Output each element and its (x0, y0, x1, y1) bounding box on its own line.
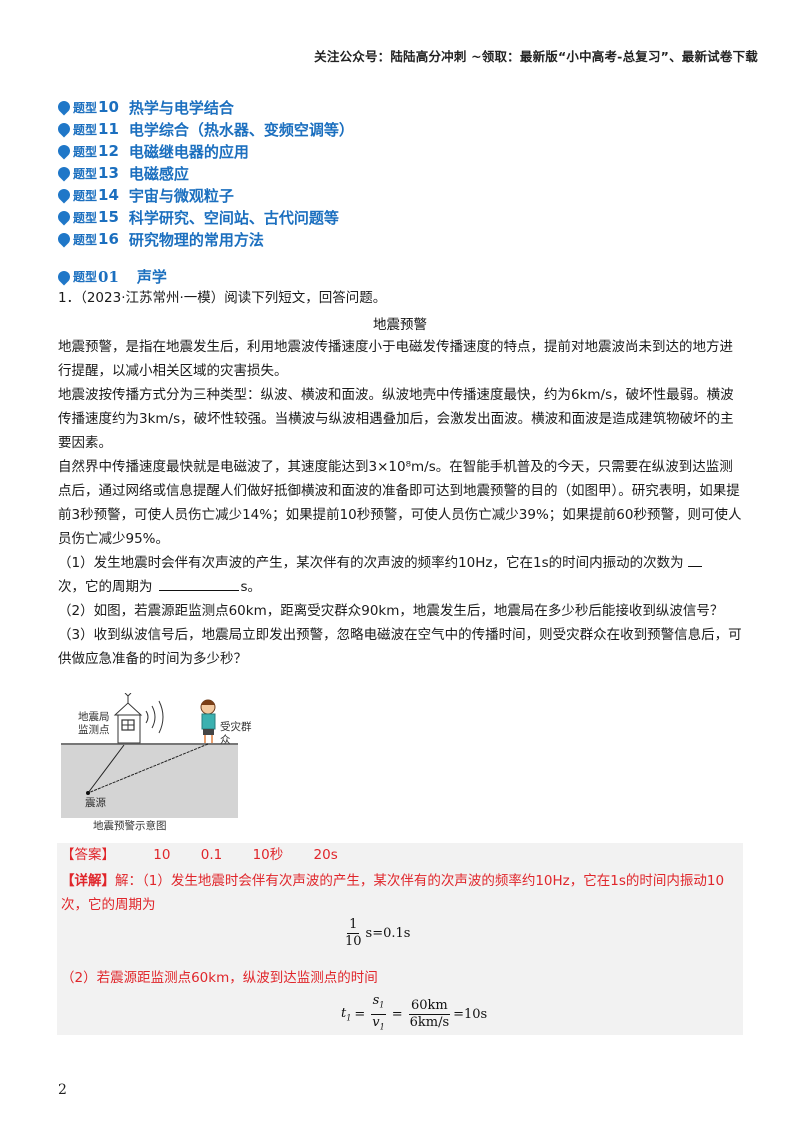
toc-item-10[interactable]: 题型 10 热学与电学结合 (55, 96, 354, 118)
toc-number: 16 (98, 230, 119, 248)
answer-blank-count[interactable] (687, 552, 702, 567)
map-pin-icon (55, 208, 73, 226)
sub-question-1-text-c: s。 (240, 579, 262, 595)
article-body: 地震预警，是指在地震发生后，利用地震波传播速度小于电磁发传播速度的特点，提前对地… (58, 335, 746, 671)
map-pin-icon (55, 186, 73, 204)
toc-title: 科学研究、空间站、古代问题等 (128, 208, 339, 227)
detail-text-1: 解：（1）发生地震时会伴有次声波的产生，某次伴有的次声波的频率约10Hz，它在1… (61, 873, 725, 913)
detail-paragraph-2: （2）若震源距监测点60km，纵波到达监测点的时间 (61, 970, 378, 986)
fraction-values: 60km 6km/s (408, 997, 450, 1030)
section-number: 01 (98, 267, 119, 286)
toc-number: 12 (98, 142, 119, 160)
article-title: 地震预警 (373, 317, 427, 333)
answer-label: 【答案】 (61, 847, 115, 863)
toc-label: 题型 (73, 122, 98, 137)
station-label-line1: 地震局 (78, 711, 110, 723)
question-type-list: 题型 10 热学与电学结合 题型 11 电学综合（热水器、变频空调等） 题型 1… (55, 96, 354, 250)
toc-label: 题型 (73, 210, 98, 225)
sub-question-2: （2）如图，若震源距监测点60km，距离受灾群众90km，地震发生后，地震局在多… (58, 603, 724, 619)
answer-value-3: 10秒 (252, 847, 284, 863)
answer-line: 【答案】 10 0.1 10秒 20s (61, 843, 338, 867)
toc-label: 题型 (73, 232, 98, 247)
toc-label: 题型 (73, 100, 98, 115)
answer-blank-period[interactable] (158, 576, 239, 591)
earthquake-warning-diagram: 地震局 监测点 受灾群众 震源 地震预警示意图 (58, 693, 258, 838)
article-paragraph: 地震预警，是指在地震发生后，利用地震波传播速度小于电磁发传播速度的特点，提前对地… (58, 339, 733, 379)
fraction-s-over-v: s1 v1 (370, 993, 387, 1032)
toc-item-12[interactable]: 题型 12 电磁继电器的应用 (55, 140, 354, 162)
toc-number: 10 (98, 98, 119, 116)
map-pin-icon (55, 120, 73, 138)
toc-label: 题型 (73, 144, 98, 159)
toc-item-16[interactable]: 题型 16 研究物理的常用方法 (55, 228, 354, 250)
map-pin-icon (55, 230, 73, 248)
section-title: 声学 (136, 268, 167, 286)
page-number: 2 (58, 1082, 67, 1098)
formula-period: 1 10 s=0.1s (341, 917, 410, 950)
toc-title: 热学与电学结合 (128, 98, 234, 117)
sub-question-1-text-a: （1）发生地震时会伴有次声波的产生，某次伴有的次声波的频率约10Hz，它在1s的… (58, 555, 684, 571)
toc-item-11[interactable]: 题型 11 电学综合（热水器、变频空调等） (55, 118, 354, 140)
detail-label: 【详解】 (61, 873, 115, 889)
article-paragraph: 地震波按传播方式分为三种类型：纵波、横波和面波。纵波地壳中传播速度最快，约为6k… (58, 387, 734, 451)
answer-box: 【答案】 10 0.1 10秒 20s 【详解】解：（1）发生地震时会伴有次声波… (57, 843, 743, 1035)
people-label: 受灾群众 (220, 721, 252, 746)
station-label-line2: 监测点 (78, 724, 110, 736)
section-label: 题型 (73, 270, 98, 284)
toc-title: 宇宙与微观粒子 (128, 186, 234, 205)
toc-item-15[interactable]: 题型 15 科学研究、空间站、古代问题等 (55, 206, 354, 228)
toc-number: 14 (98, 186, 119, 204)
toc-number: 15 (98, 208, 119, 226)
toc-label: 题型 (73, 188, 98, 203)
fraction-denominator: 10 (345, 934, 362, 949)
answer-value-2: 0.1 (200, 847, 223, 863)
station-label: 地震局 监测点 (78, 711, 110, 737)
question-intro: 1．（2023·江苏常州·一模）阅读下列短文，回答问题。 (58, 290, 387, 306)
answer-value-1: 10 (153, 847, 171, 863)
toc-item-13[interactable]: 题型 13 电磁感应 (55, 162, 354, 184)
toc-title: 电磁继电器的应用 (128, 142, 249, 161)
fraction: 1 10 (343, 917, 364, 950)
article-paragraph: 自然界中传播速度最快就是电磁波了，其速度能达到3×10⁸m/s。在智能手机普及的… (58, 459, 742, 547)
sub-question-3: （3）收到纵波信号后，地震局立即发出预警，忽略电磁波在空气中的传播时间，则受灾群… (58, 627, 742, 667)
fraction-numerator: 1 (347, 917, 360, 934)
sub-question-1: （1）发生地震时会伴有次声波的产生，某次伴有的次声波的频率约10Hz，它在1s的… (58, 551, 746, 599)
toc-label: 题型 (73, 166, 98, 181)
formula-result: =10s (453, 1006, 488, 1022)
toc-title: 研究物理的常用方法 (128, 230, 264, 249)
toc-number: 13 (98, 164, 119, 182)
page-header-promo: 关注公众号：陆陆高分冲刺 ~领取：最新版“小中高考-总复习”、最新试卷下载 (314, 49, 758, 64)
map-pin-icon (55, 268, 73, 285)
toc-item-14[interactable]: 题型 14 宇宙与微观粒子 (55, 184, 354, 206)
detail-paragraph-1: 【详解】解：（1）发生地震时会伴有次声波的产生，某次伴有的次声波的频率约10Hz… (61, 869, 741, 917)
section-heading: 题型 01 声学 (55, 266, 167, 287)
toc-title: 电磁感应 (128, 164, 189, 183)
map-pin-icon (55, 142, 73, 160)
map-pin-icon (55, 164, 73, 182)
sub-question-1-text-b: 次，它的周期为 (58, 579, 153, 595)
formula-result: s=0.1s (365, 926, 411, 941)
answer-value-4: 20s (313, 847, 338, 863)
toc-number: 11 (98, 120, 119, 138)
diagram-caption: 地震预警示意图 (93, 820, 167, 832)
formula-time: t1 = s1 v1 = 60km 6km/s =10s (341, 993, 487, 1035)
toc-title: 电学综合（热水器、变频空调等） (128, 120, 354, 139)
map-pin-icon (55, 98, 73, 116)
diagram-lines (86, 693, 216, 795)
ground-cross-section (61, 743, 238, 818)
var-t: t1 (341, 1005, 352, 1023)
source-label: 震源 (85, 797, 106, 809)
